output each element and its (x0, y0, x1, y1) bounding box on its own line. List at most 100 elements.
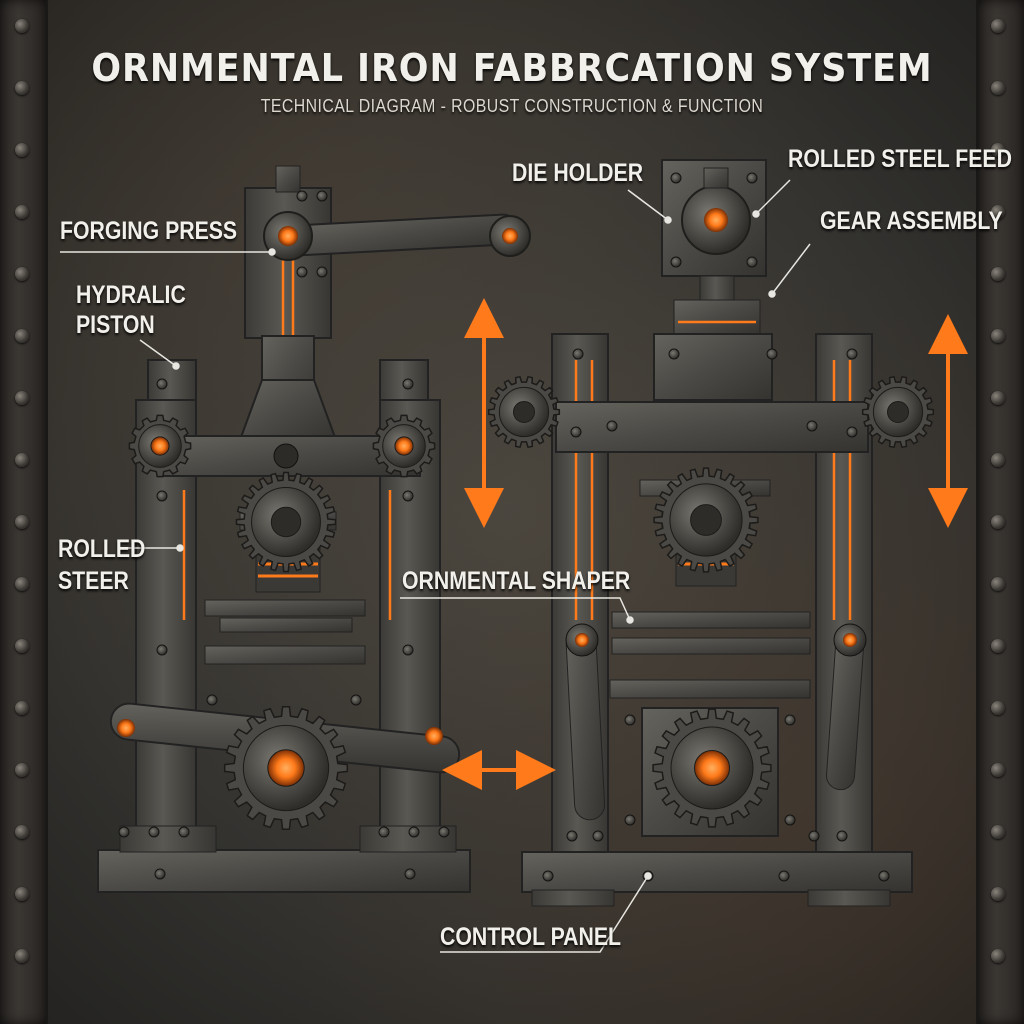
rivet-icon (15, 577, 29, 591)
bolt-icon (624, 814, 636, 826)
gear-icon (128, 414, 192, 478)
rivet-icon (15, 949, 29, 963)
label-rolled-steer-line2: STEER (58, 567, 129, 595)
control-panel-leader (440, 875, 649, 953)
bolt-icon (148, 826, 160, 838)
label-die-holder: DIE HOLDER (512, 159, 644, 187)
rivet-icon (15, 391, 29, 405)
gear-assembly-leader (771, 243, 811, 295)
rivet-icon (15, 19, 29, 33)
bolt-icon (542, 870, 554, 882)
gear-group (128, 375, 935, 831)
label-rolled-steer-line1: ROLLED (58, 535, 146, 563)
rivet-icon (15, 701, 29, 715)
bolt-icon (156, 378, 168, 390)
rivet-icon (991, 329, 1005, 343)
label-forging-press: FORGING PRESS (60, 217, 238, 245)
rivet-icon (991, 887, 1005, 901)
rivet-icon (15, 81, 29, 95)
rivet-icon (991, 453, 1005, 467)
bolt-icon (746, 256, 758, 268)
bolt-icon (668, 348, 680, 360)
gear-icon (223, 705, 349, 831)
gear-icon (372, 414, 436, 478)
rolled-steel-feed-leader (755, 179, 791, 215)
bolt-icon (624, 714, 636, 726)
bolt-icon (316, 266, 328, 278)
bolt-icon (206, 694, 218, 706)
rivet-icon (15, 515, 29, 529)
rivet-icon (991, 639, 1005, 653)
bolt-icon (878, 870, 890, 882)
rivet-icon (991, 143, 1005, 157)
bolt-icon (316, 190, 328, 202)
hydraulic-piston-leader (139, 339, 177, 367)
bolt-icon (296, 190, 308, 202)
bolt-icon (606, 420, 618, 432)
rivet-icon (15, 143, 29, 157)
rivet-icon (15, 763, 29, 777)
diagram-subtitle: TECHNICAL DIAGRAM - ROBUST CONSTRUCTION … (260, 96, 764, 116)
bolt-icon (808, 830, 820, 842)
rivet-icon (991, 205, 1005, 219)
bolt-icon (572, 348, 584, 360)
bolt-icon (296, 266, 308, 278)
bolt-icon (806, 420, 818, 432)
label-gear-assembly: GEAR ASSEMBLY (820, 207, 1003, 235)
bolt-icon (846, 426, 858, 438)
rivet-icon (15, 825, 29, 839)
bolt-icon (178, 826, 190, 838)
rivet-icon (991, 701, 1005, 715)
bolt-icon (402, 490, 414, 502)
bolt-icon (766, 348, 778, 360)
gear-icon (652, 708, 772, 828)
bolt-icon (784, 714, 796, 726)
label-rolled-steel-feed: ROLLED STEEL FEED (788, 145, 1012, 173)
rivet-icon (15, 887, 29, 901)
gear-icon (235, 471, 337, 573)
rivet-icon (15, 329, 29, 343)
rivet-icon (991, 763, 1005, 777)
bolt-icon (350, 694, 362, 706)
bolt-icon (566, 830, 578, 842)
bolt-icon (156, 490, 168, 502)
bolt-icon (746, 172, 758, 184)
bolt-icon (402, 644, 414, 656)
bolt-icon (438, 826, 450, 838)
bolt-icon (670, 256, 682, 268)
bolt-icon (156, 644, 168, 656)
bolt-icon (592, 830, 604, 842)
rivet-icon (15, 267, 29, 281)
rivet-icon (15, 639, 29, 653)
bolt-icon (836, 830, 848, 842)
bolt-icon (402, 378, 414, 390)
label-hydraulic-piston-line2: PISTON (76, 311, 155, 339)
rivet-icon (991, 19, 1005, 33)
rivet-icon (991, 825, 1005, 839)
bolt-icon (778, 870, 790, 882)
bolt-group (118, 172, 890, 882)
bolt-icon (408, 826, 420, 838)
rivet-icon (991, 515, 1005, 529)
bolt-icon (154, 868, 166, 880)
motion-arrows (442, 298, 968, 790)
rivet-icon (991, 81, 1005, 95)
leader-lines (60, 179, 811, 953)
bolt-icon (404, 868, 416, 880)
label-hydraulic-piston-line1: HYDRALIC (76, 281, 186, 309)
rivet-icon (15, 205, 29, 219)
gear-icon (653, 467, 759, 573)
rivet-icon (991, 577, 1005, 591)
die-holder-leader (627, 189, 669, 221)
bolt-icon (118, 826, 130, 838)
rivet-icon (991, 949, 1005, 963)
label-ornmental-shaper: ORNMENTAL SHAPER (402, 567, 631, 595)
rivet-icon (991, 267, 1005, 281)
gear-icon (487, 375, 561, 449)
bolt-icon (570, 426, 582, 438)
bolt-icon (670, 172, 682, 184)
ornmental-shaper-leader (400, 597, 631, 621)
bolt-icon (378, 826, 390, 838)
